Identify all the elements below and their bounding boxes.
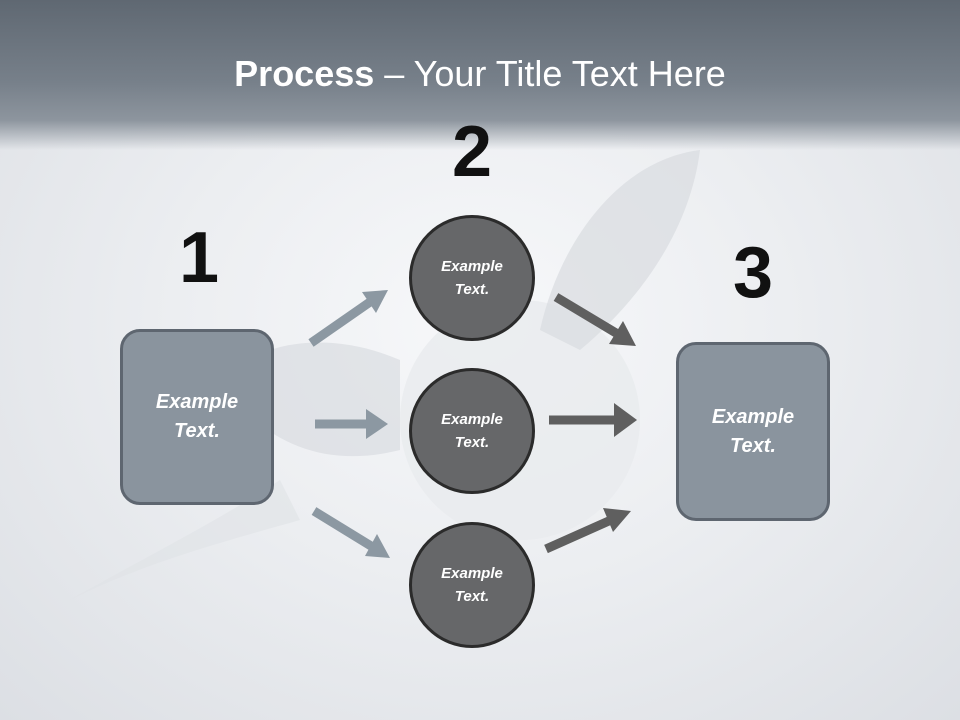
title-rest-part: – Your Title Text Here [374,53,726,94]
step-1-box-label: Example Text. [155,391,239,442]
step-2-circle-bottom: Example Text. [409,522,535,648]
title-bold-part: Process [234,53,375,94]
slide-title: Process – Your Title Text Here [0,52,960,96]
step-3-box-label: Example Text. [711,405,795,457]
step-2-circle-top: Example Text. [409,215,535,341]
step-2-number: 2 [451,112,493,192]
step-1-number: 1 [178,218,220,298]
step-3-box: Example Text. [676,342,830,521]
arrow-middle-circle-to-box [549,403,637,437]
circle-middle-label: Example Text. [441,411,503,451]
arrow-box-to-middle-circle [315,409,388,439]
arrow-top-circle-to-box [553,293,636,346]
arrow-bottom-circle-to-box [544,508,631,554]
circle-top-label: Example Text. [441,258,503,298]
step-3-number: 3 [732,233,774,313]
title-bar [0,0,960,150]
circle-bottom-label: Example Text. [441,565,503,605]
step-1-box: Example Text. [120,329,274,505]
arrow-box-to-top-circle [308,290,388,347]
step-2-circle-middle: Example Text. [409,368,535,494]
arrow-box-to-bottom-circle [311,507,390,558]
